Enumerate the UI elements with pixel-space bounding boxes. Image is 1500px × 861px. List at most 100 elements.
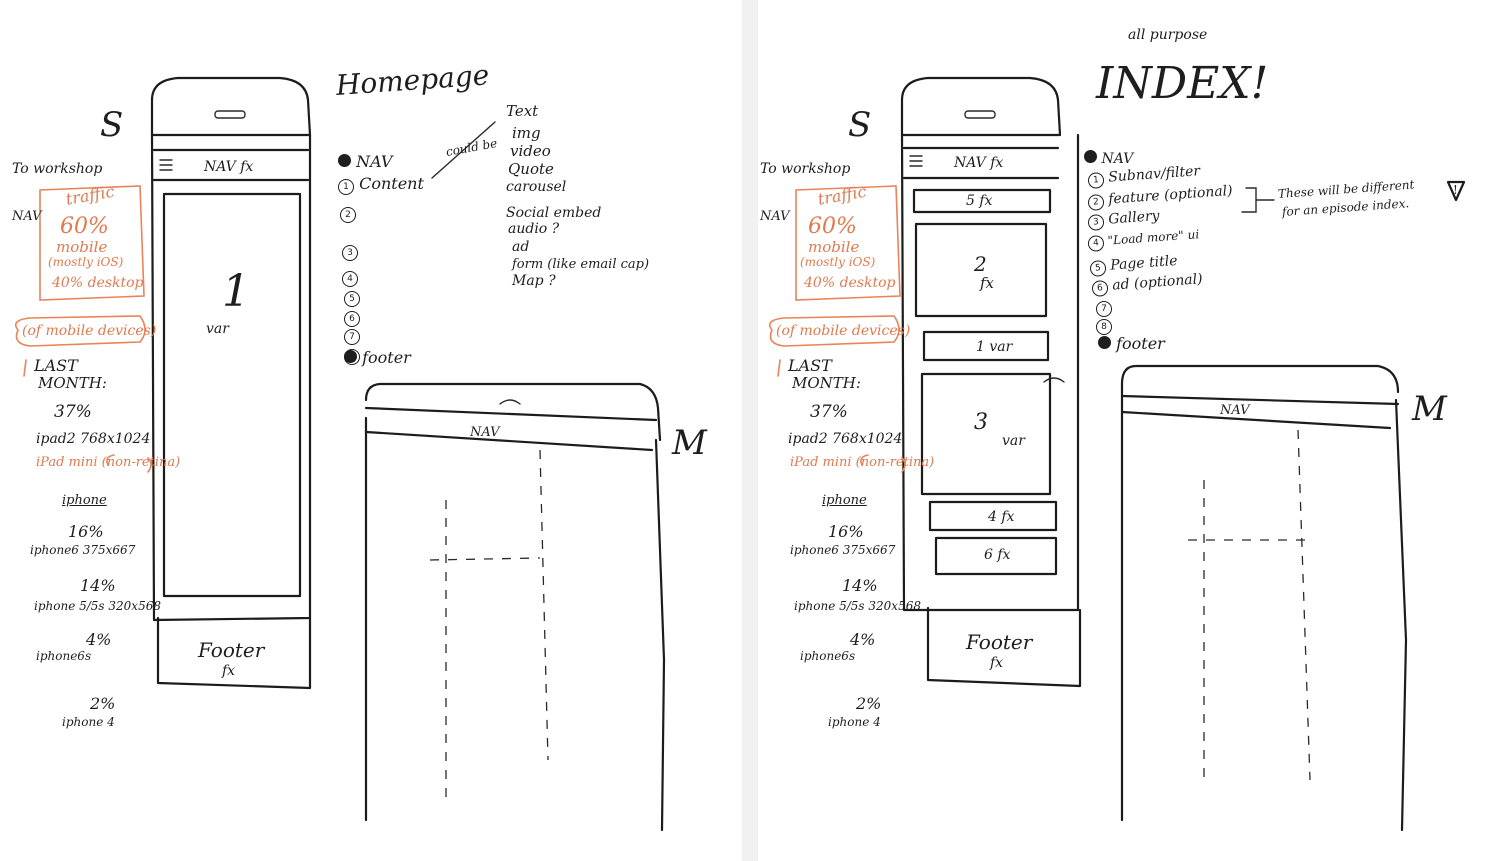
iphone4-label: iphone 4 (62, 715, 115, 729)
iphone6-size: iphone6 375x667 (30, 543, 136, 557)
month-label: MONTH: (792, 374, 861, 392)
phone-footer-label: Footer (198, 638, 265, 662)
block-6-outline (934, 536, 1058, 576)
tablet-nav-line (364, 430, 654, 452)
m-size-mark: M (1412, 389, 1447, 429)
ipad-mini-note: iPad mini (non-retina) (36, 455, 181, 470)
block-3-outline (920, 372, 1052, 496)
phone-speaker (214, 110, 246, 119)
phone-footer-fx: fx (222, 663, 236, 679)
block-5-label: 5 fx (966, 193, 993, 209)
list-item-nav: NAV (1084, 150, 1133, 166)
option-form: form (like email cap) (512, 257, 650, 272)
mobile-percent: 60% (808, 214, 857, 239)
iphone4-percent: 2% (856, 694, 882, 713)
list-number-5: 5 (344, 288, 360, 307)
homepage-sketch-lines (14, 76, 666, 832)
option-quote: Quote (508, 160, 554, 178)
block-1-label: 1 var (976, 339, 1013, 355)
tablet-camera (499, 399, 521, 405)
phone-footer-fx: fx (990, 655, 1004, 671)
block-2-outline (914, 222, 1048, 318)
mostly-ios-label: (mostly iOS) (48, 255, 124, 269)
s-size-mark: S (848, 105, 872, 145)
mobile-label: mobile (56, 238, 108, 256)
whiteboard-homepage: S To workshop traffic NAV 60% mobile (mo… (0, 0, 742, 861)
ipad-mini-note: iPad mini (non-retina) (790, 455, 935, 470)
phone-nav-bar (902, 146, 1060, 180)
iphone6-size: iphone6 375x667 (790, 543, 896, 557)
option-carousel: carousel (506, 179, 567, 195)
photo-divider (742, 0, 758, 861)
hamburger-icon (159, 159, 173, 171)
list-number-2: 2 (340, 204, 356, 223)
phone-nav-label: NAV fx (954, 155, 1004, 171)
iphone5-size: iphone 5/5s 320x568 (794, 599, 921, 613)
ipad-percent: 37% (54, 402, 92, 422)
phone-top-bezel (900, 76, 1062, 137)
tablet-top (1120, 364, 1400, 394)
list-number-3: 3 (342, 242, 358, 261)
block-3-var: var (1002, 433, 1025, 449)
bullet-icon (1098, 336, 1111, 349)
bullet-icon (338, 154, 351, 167)
option-map: Map ? (512, 273, 556, 289)
list-item-content: 1 Content (338, 176, 424, 195)
block-5-outline (912, 188, 1052, 214)
block-4-label: 4 fx (988, 509, 1015, 525)
to-workshop-note: To workshop (12, 161, 103, 177)
phone-main-number: 1 (222, 266, 250, 317)
iphone6s-percent: 4% (86, 630, 112, 649)
phone-body-outline (150, 133, 312, 622)
phone-speaker (964, 110, 996, 119)
nav-side-note: NAV (12, 209, 42, 224)
list-number-4: 4 (342, 268, 358, 287)
block-2-fx: fx (980, 274, 995, 292)
m-size-mark: M (672, 423, 707, 463)
bullet-icon (1084, 150, 1097, 163)
list-item-nav: NAV (338, 154, 392, 170)
iphone4-label: iphone 4 (828, 715, 881, 729)
of-mobile-devices: (of mobile devices) (22, 323, 157, 339)
option-social-embed: Social embed (506, 205, 602, 221)
mobile-percent: 60% (60, 214, 109, 239)
ipad2-size: ipad2 768x1024 (788, 431, 903, 447)
iphone4-percent: 2% (90, 694, 116, 713)
iphone-heading: iphone (62, 493, 107, 508)
tablet-top-line (1120, 394, 1400, 406)
list-number-7: 7 (1096, 298, 1112, 317)
to-workshop-note: To workshop (760, 161, 851, 177)
tablet-top (364, 382, 662, 442)
phone-top-bezel (150, 76, 312, 137)
iphone5-percent: 14% (842, 576, 878, 595)
warning-triangle (1446, 180, 1466, 202)
mostly-ios-label: (mostly iOS) (800, 255, 876, 269)
iphone6s-label: iphone6s (36, 649, 92, 663)
phone-footer-label: Footer (966, 630, 1033, 654)
tablet-right-edge (654, 438, 666, 832)
iphone6-percent: 16% (68, 522, 104, 541)
tablet-right-edge (1394, 398, 1408, 832)
tablet-top-line (364, 406, 658, 422)
list-number-8: 8 (1096, 316, 1112, 335)
warning-icon: ! (1453, 183, 1458, 197)
mobile-label: mobile (808, 238, 860, 256)
iphone6-percent: 16% (828, 522, 864, 541)
mobile-stats-box (795, 185, 901, 301)
list-number-6: 6 (344, 308, 360, 327)
whiteboard-index: S To workshop traffic NAV 60% mobile (mo… (758, 0, 1500, 861)
nav-side-note: NAV (760, 209, 790, 224)
desktop-percent: 40% desktop (52, 275, 144, 291)
option-ad: ad (512, 239, 530, 255)
iphone5-percent: 14% (80, 576, 116, 595)
option-video: video (510, 142, 551, 160)
tablet-nav-label: NAV (1220, 403, 1250, 418)
index-sketch-lines (768, 76, 1466, 832)
phone-nav-label: NAV fx (204, 159, 254, 175)
phone-footer-block (926, 606, 1082, 688)
list-item-footer: footer (1098, 336, 1165, 352)
option-text: Text (506, 102, 539, 120)
phone-footer-block (156, 616, 312, 690)
list-item-footer: footer (344, 350, 411, 366)
block-6-label: 6 fx (984, 547, 1011, 563)
